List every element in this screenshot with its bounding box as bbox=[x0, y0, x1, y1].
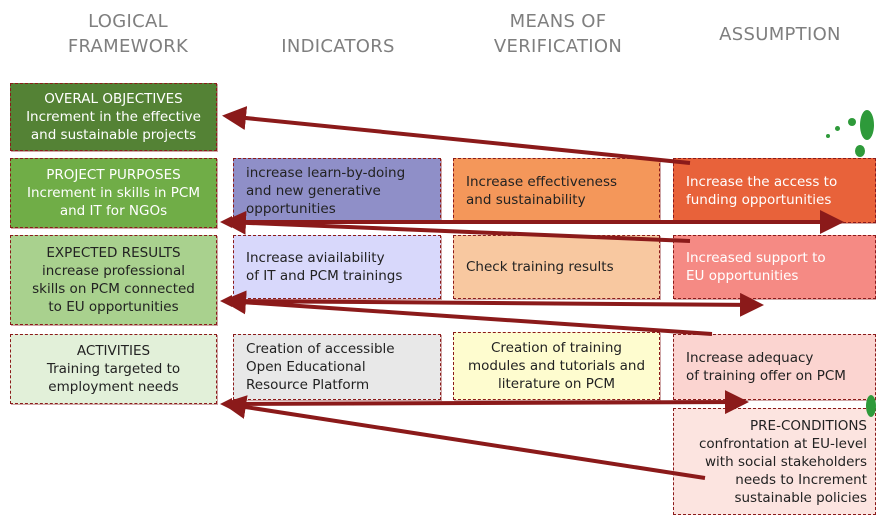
header-logical-framework-line1: LOGICAL bbox=[88, 11, 168, 32]
preconditions-title: PRE-CONDITIONS bbox=[750, 417, 867, 434]
preconditions-line: needs to Increment bbox=[735, 471, 867, 488]
assumption-line: Increase the access to bbox=[686, 173, 838, 190]
indicator-line: and new generative bbox=[246, 182, 381, 199]
framework-line: increase professional bbox=[42, 263, 185, 279]
framework-line: skills on PCM connected bbox=[32, 281, 195, 297]
indicator-line: of IT and PCM trainings bbox=[246, 268, 403, 284]
framework-line: Increment in skills in PCM bbox=[27, 185, 200, 201]
preconditions-line: with social stakeholders bbox=[705, 453, 867, 470]
indicator-box-purposes: increase learn-by-doing and new generati… bbox=[233, 158, 441, 223]
indicator-line: increase learn-by-doing bbox=[246, 164, 406, 181]
assumption-line: Increase adequacy bbox=[686, 350, 814, 366]
assumption-line: funding opportunities bbox=[686, 191, 832, 208]
framework-title: EXPECTED RESULTS bbox=[46, 245, 181, 261]
assumption-box-results: Increased support to EU opportunities bbox=[673, 235, 876, 299]
verification-line: modules and tutorials and bbox=[467, 358, 646, 374]
header-means-line1: MEANS OF bbox=[509, 11, 607, 32]
preconditions-box: PRE-CONDITIONS confrontation at EU-level… bbox=[673, 408, 876, 515]
indicator-line: Creation of accessible bbox=[246, 341, 395, 357]
header-logical-framework: LOGICAL FRAMEWORK bbox=[48, 9, 208, 59]
framework-box-project-purposes: PROJECT PURPOSES Increment in skills in … bbox=[10, 158, 217, 228]
assumption-line: EU opportunities bbox=[686, 268, 799, 284]
framework-line: Increment in the effective bbox=[26, 109, 201, 125]
indicator-line: Open Educational bbox=[246, 359, 366, 375]
assumption-line: Increased support to bbox=[686, 250, 826, 266]
indicator-line: Resource Platform bbox=[246, 377, 370, 393]
framework-line: and sustainable projects bbox=[30, 127, 197, 143]
framework-line: Training targeted to bbox=[46, 361, 181, 377]
arrowhead-left-activities bbox=[220, 398, 232, 410]
arrow-assumption-to-objectives bbox=[222, 106, 691, 165]
arrow-preconditions-to-activities bbox=[222, 395, 706, 480]
header-assumption: ASSUMPTION bbox=[695, 22, 865, 47]
verification-line: literature on PCM bbox=[498, 376, 615, 392]
framework-box-expected-results: EXPECTED RESULTS increase professional s… bbox=[10, 235, 217, 325]
arrow-activities-to-results bbox=[222, 290, 713, 336]
assumption-line: of training offer on PCM bbox=[686, 368, 846, 384]
arrowhead-left-purposes bbox=[220, 216, 232, 228]
indicator-box-results: Increase aviailability of IT and PCM tra… bbox=[233, 235, 441, 299]
assumption-box-purposes: Increase the access to funding opportuni… bbox=[673, 158, 876, 223]
verification-box-results: Check training results bbox=[453, 235, 660, 299]
header-logical-framework-line2: FRAMEWORK bbox=[67, 36, 189, 57]
assumption-box-activities: Increase adequacy of training offer on P… bbox=[673, 334, 876, 400]
header-indicators-label: INDICATORS bbox=[281, 36, 395, 57]
header-means-of-verification: MEANS OF VERIFICATION bbox=[468, 9, 648, 59]
header-means-line2: VERIFICATION bbox=[493, 36, 623, 57]
framework-box-overall-objectives: OVERAL OBJECTIVES Increment in the effec… bbox=[10, 83, 217, 151]
verification-box-purposes: Increase effectiveness and sustainabilit… bbox=[453, 158, 660, 223]
indicator-box-activities: Creation of accessible Open Educational … bbox=[233, 334, 441, 400]
framework-line: and IT for NGOs bbox=[59, 203, 168, 219]
verification-line: and sustainability bbox=[466, 191, 586, 208]
framework-line: employment needs bbox=[48, 379, 179, 395]
verification-line: Check training results bbox=[466, 259, 614, 275]
header-assumption-label: ASSUMPTION bbox=[719, 24, 841, 45]
framework-title: PROJECT PURPOSES bbox=[46, 167, 181, 183]
verification-box-activities: Creation of training modules and tutoria… bbox=[453, 332, 660, 400]
indicator-line: Increase aviailability bbox=[246, 250, 385, 266]
arrowhead-left-results bbox=[220, 295, 232, 307]
framework-title: OVERAL OBJECTIVES bbox=[44, 91, 183, 107]
framework-line: to EU opportunities bbox=[48, 299, 179, 315]
verification-line: Creation of training bbox=[490, 340, 622, 356]
arrow-activities-horizontal bbox=[225, 390, 749, 415]
preconditions-line: sustainable policies bbox=[734, 489, 867, 506]
framework-title: ACTIVITIES bbox=[76, 343, 151, 359]
verification-line: Increase effectiveness bbox=[466, 173, 618, 190]
header-indicators: INDICATORS bbox=[258, 34, 418, 59]
preconditions-line: confrontation at EU-level bbox=[698, 435, 867, 452]
arrow-results-horizontal bbox=[225, 292, 764, 317]
framework-box-activities: ACTIVITIES Training targeted to employme… bbox=[10, 334, 217, 404]
indicator-line: opportunities bbox=[246, 200, 336, 217]
